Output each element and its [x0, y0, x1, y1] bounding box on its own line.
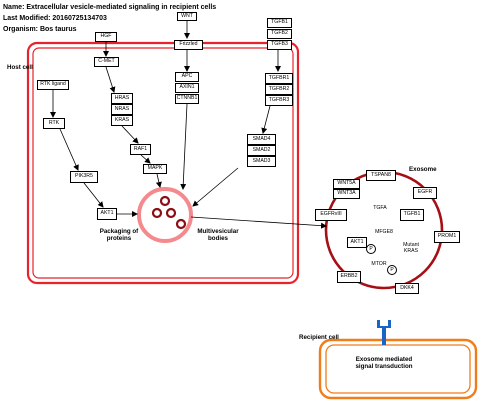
node-cmet[interactable]: C-MET [94, 57, 119, 67]
phospho-site: P [387, 265, 397, 275]
node-smad4[interactable]: SMAD4 [247, 134, 276, 145]
node-wnt[interactable]: WNT [177, 12, 197, 21]
receptor-head [377, 320, 391, 328]
node-tgfb3[interactable]: TGFB3 [267, 40, 292, 50]
exo-node-mfge8[interactable]: MFGE8 [375, 229, 393, 235]
exo-node-egfrviii[interactable]: EGFRvIII [315, 209, 347, 221]
node-akt1[interactable]: AKT1 [97, 208, 117, 220]
host-cell-label: Host cell [7, 64, 33, 71]
exo-node-mtor[interactable]: MTOR [371, 261, 387, 267]
edge-ctnnb1-mvb [180, 103, 188, 190]
exosome-label: Exosome [409, 166, 437, 173]
node-rtk-ligand[interactable]: RTK ligand [37, 80, 69, 90]
exo-node-dkk4[interactable]: DKK4 [395, 283, 419, 294]
node-mapk[interactable]: MAPK [143, 164, 167, 174]
node-tgfbr3[interactable]: TGFBR3 [265, 95, 293, 106]
node-tgfb2[interactable]: TGFB2 [267, 29, 292, 39]
pathway-name: Name: Extracellular vesicle-mediated sig… [3, 4, 217, 11]
exo-node-akt1[interactable]: AKT1 [347, 237, 367, 248]
packaging-label-text: Packaging of proteins [99, 228, 139, 243]
edge-cmet-ras [105, 66, 116, 93]
node-ctnnb1[interactable]: CTNNB1 [175, 94, 199, 104]
last-modified: Last Modified: 20160725134703 [3, 15, 107, 22]
exo-node-tgfa[interactable]: TGFA [373, 205, 387, 211]
mvb-vesicle [159, 195, 171, 207]
node-hgf[interactable]: HGF [95, 32, 117, 42]
exo-node-erbb2[interactable]: ERBB2 [337, 271, 361, 283]
node-rtk[interactable]: RTK [43, 118, 65, 129]
multivesicular-label: Multivesicular bodies [190, 228, 246, 242]
host-cell-membrane-inner [32, 47, 294, 279]
node-nras[interactable]: NRAS [111, 104, 133, 115]
organism: Organism: Bos taurus [3, 26, 77, 33]
exo-node-mutant-kras[interactable]: Mutant KRAS [398, 242, 424, 254]
mvb-vesicle [151, 207, 163, 219]
edge-pik3r5-akt1 [83, 182, 104, 208]
edge-ras-raf1 [121, 125, 139, 144]
receptor-stem [382, 328, 386, 345]
mvb-vesicle [165, 207, 177, 219]
node-apc[interactable]: APC [175, 72, 199, 82]
exo-node-tgfb1[interactable]: TGFB1 [400, 209, 424, 221]
exo-node-egfr[interactable]: EGFR [413, 187, 437, 199]
exo-node-wnt5a[interactable]: WNT5A [333, 179, 360, 189]
node-kras[interactable]: KRAS [111, 115, 133, 126]
node-pik3r5[interactable]: PIK3R5 [70, 171, 98, 183]
edge-raf1-mapk [140, 154, 151, 164]
exo-node-mutant-kras-text: Mutant KRAS [403, 242, 419, 255]
host-cell-membrane-outer [26, 41, 300, 285]
exo-node-prom1[interactable]: PROM1 [434, 231, 460, 243]
edge-tgfbr-smad [261, 105, 271, 134]
phospho-site: P [366, 244, 376, 254]
node-smad3[interactable]: SMAD3 [247, 156, 276, 167]
edge-mvb-exosome [190, 216, 327, 229]
node-axin1[interactable]: AXIN1 [175, 83, 199, 93]
node-tgfbr1[interactable]: TGFBR1 [265, 73, 293, 84]
node-tgfb1[interactable]: TGFB1 [267, 18, 292, 28]
node-smad2[interactable]: SMAD2 [247, 145, 276, 156]
edge-rtk-pik3r5 [59, 128, 79, 171]
node-hras[interactable]: HRAS [111, 93, 133, 104]
recipient-cell-membrane-outer [318, 338, 478, 400]
edge-smad-mvb [192, 167, 239, 207]
transduction-label: Exosome mediated signal transduction [344, 356, 424, 370]
packaging-label: Packaging of proteins [92, 228, 146, 242]
multivesicular-label-text: Multivesicular bodies [197, 228, 239, 243]
recipient-cell-membrane-inner [325, 344, 471, 394]
edge-mapk-mvb [155, 173, 162, 188]
node-raf1[interactable]: RAF1 [130, 144, 151, 155]
recipient-cell-label: Recipient cell [299, 334, 339, 341]
exo-node-wnt3a[interactable]: WNT3A [333, 189, 360, 199]
exo-node-tspan8[interactable]: TSPAN8 [366, 170, 396, 181]
node-tgfbr2[interactable]: TGFBR2 [265, 84, 293, 95]
node-frizzled[interactable]: Frizzled [174, 40, 203, 50]
transduction-label-text: Exosome mediated signal transduction [355, 356, 413, 371]
mvb-vesicle [175, 218, 187, 230]
